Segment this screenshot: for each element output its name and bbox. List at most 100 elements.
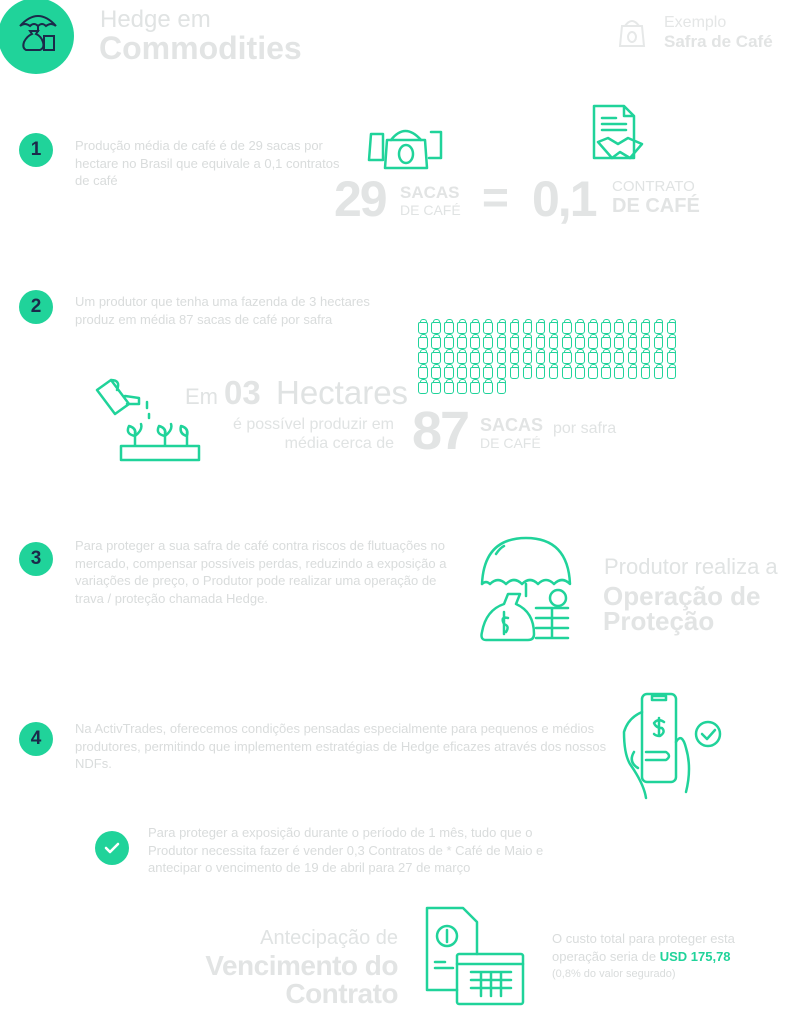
coffee-bag-icon bbox=[457, 319, 467, 334]
coffee-bag-icon bbox=[575, 364, 585, 379]
coffee-bag-icon bbox=[562, 334, 572, 349]
coffee-bag-icon bbox=[548, 349, 559, 364]
step1-text: Produção média de café é de 29 sacas por… bbox=[75, 138, 340, 188]
coffee-bag-icon bbox=[562, 319, 572, 334]
sacks-unit-top: SACAS bbox=[400, 183, 460, 202]
coffee-bag-icon bbox=[588, 349, 598, 364]
coffee-bag-icon bbox=[601, 334, 611, 349]
coffee-bag-icon bbox=[627, 364, 637, 379]
coffee-bag-icon bbox=[575, 334, 585, 349]
produce-line-2: média cerca de bbox=[284, 435, 394, 452]
coffee-bag-icon bbox=[444, 349, 454, 364]
coffee-bag-icon bbox=[562, 364, 572, 379]
coffee-bag-icon bbox=[418, 379, 428, 394]
watering-plants-icon bbox=[95, 378, 201, 462]
operation-title-1: Operação de bbox=[603, 581, 761, 611]
coffee-bag-icon bbox=[444, 319, 454, 334]
mobile-payment-icon bbox=[622, 692, 722, 800]
coffee-bag-icon bbox=[588, 334, 598, 349]
coffee-bag-icon bbox=[653, 319, 664, 334]
coffee-bag-icon bbox=[418, 349, 428, 364]
coffee-bag-icon bbox=[653, 334, 664, 349]
coffee-bag-icon bbox=[522, 364, 533, 379]
contract-unit-top: CONTRATO bbox=[612, 178, 695, 195]
page-title: Commodities bbox=[99, 30, 302, 66]
coffee-bag-icon bbox=[470, 364, 480, 379]
coffee-bag-icon bbox=[666, 349, 677, 364]
coffee-bag-icon bbox=[470, 379, 480, 394]
footer-title-light: Antecipação de bbox=[260, 927, 398, 949]
cost-description: O custo total para proteger esta operaçã… bbox=[552, 931, 735, 964]
coffee-bags-icon bbox=[367, 129, 443, 170]
page-title-light: Hedge em bbox=[100, 6, 211, 33]
em-label: Em bbox=[185, 384, 218, 409]
coffee-bag-icon bbox=[483, 319, 493, 334]
coffee-bag-icon bbox=[548, 319, 559, 334]
coffee-bag-icon bbox=[483, 349, 493, 364]
umbrella-money-bag-icon bbox=[480, 536, 572, 642]
check-text: Para proteger a exposição durante o perí… bbox=[148, 825, 544, 875]
header-logo bbox=[0, 0, 74, 74]
per-harvest-label: por safra bbox=[553, 420, 617, 437]
coffee-bag-icon bbox=[509, 364, 520, 379]
coffee-bag-icon bbox=[470, 349, 480, 364]
coffee-bag-icon bbox=[640, 319, 651, 334]
contract-value: 0,1 bbox=[532, 171, 598, 227]
step4-text: Na ActivTrades, oferecemos condições pen… bbox=[75, 721, 607, 771]
coffee-bag-icon bbox=[627, 334, 637, 349]
harvest-value: 87 bbox=[412, 401, 470, 461]
coffee-bag-icon bbox=[588, 319, 598, 334]
example-label: Exemplo bbox=[664, 14, 727, 31]
sacks-unit-bottom: DE CAFÉ bbox=[400, 202, 461, 218]
coffee-bag-icon bbox=[496, 379, 507, 394]
cost-text: O custo total para proteger esta operaçã… bbox=[552, 930, 752, 965]
cost-value: USD 175,78 bbox=[659, 948, 731, 964]
operation-title-light: Produtor realiza a bbox=[604, 554, 778, 579]
sacks-value: 29 bbox=[334, 171, 388, 227]
coffee-bag-icon bbox=[509, 319, 520, 334]
footer-title-2: Contrato bbox=[285, 978, 398, 1009]
coffee-bag-icon bbox=[509, 334, 520, 349]
coffee-bag-icon bbox=[614, 334, 624, 349]
coffee-bag-icon bbox=[496, 319, 507, 334]
coffee-bag-icon bbox=[444, 334, 454, 349]
step-number-4: 4 bbox=[19, 722, 53, 756]
contract-handshake-icon bbox=[592, 104, 644, 160]
step-number-3: 3 bbox=[19, 542, 53, 576]
coffee-bag-icon bbox=[548, 334, 559, 349]
coffee-bag-icon bbox=[457, 349, 467, 364]
contract-unit-bottom: DE CAFÉ bbox=[612, 195, 700, 217]
coffee-bag-icon bbox=[535, 334, 546, 349]
coffee-bag-icon bbox=[470, 319, 480, 334]
coffee-bag-icon bbox=[418, 364, 428, 379]
coffee-bag-icon bbox=[614, 319, 624, 334]
equals-sign: = bbox=[482, 171, 509, 223]
coffee-bag-icon bbox=[601, 349, 611, 364]
coffee-bag-icon bbox=[666, 334, 677, 349]
operation-title-2: Proteção bbox=[603, 606, 715, 636]
hectares-label: Hectares bbox=[276, 374, 409, 411]
coffee-bag-icon bbox=[522, 319, 533, 334]
coffee-bag-icon bbox=[575, 349, 585, 364]
hectares-value: 03 bbox=[224, 374, 261, 411]
step2-text: Um produtor que tenha uma fazenda de 3 h… bbox=[75, 294, 370, 327]
coffee-bag-icon bbox=[666, 319, 677, 334]
umbrella-money-icon bbox=[19, 15, 57, 51]
coffee-bag-icon bbox=[496, 349, 507, 364]
coffee-bag-icon bbox=[483, 334, 493, 349]
coffee-bag-icon bbox=[522, 334, 533, 349]
checkmark-icon bbox=[104, 842, 120, 854]
coffee-bag-icon bbox=[444, 364, 454, 379]
coffee-bag-icon bbox=[418, 319, 428, 334]
coffee-bag-icon bbox=[431, 379, 441, 394]
coffee-bag-icon bbox=[483, 364, 493, 379]
coffee-bag-icon bbox=[457, 364, 467, 379]
coffee-bag-icon bbox=[640, 334, 651, 349]
coffee-bag-icon bbox=[457, 334, 467, 349]
coffee-bag-icon bbox=[575, 319, 585, 334]
coffee-bag-icon bbox=[614, 364, 624, 379]
coffee-bag-icon bbox=[431, 349, 441, 364]
coffee-bag-icon bbox=[653, 364, 664, 379]
coffee-bag-icon bbox=[431, 364, 441, 379]
coffee-bag-icon bbox=[483, 379, 493, 394]
